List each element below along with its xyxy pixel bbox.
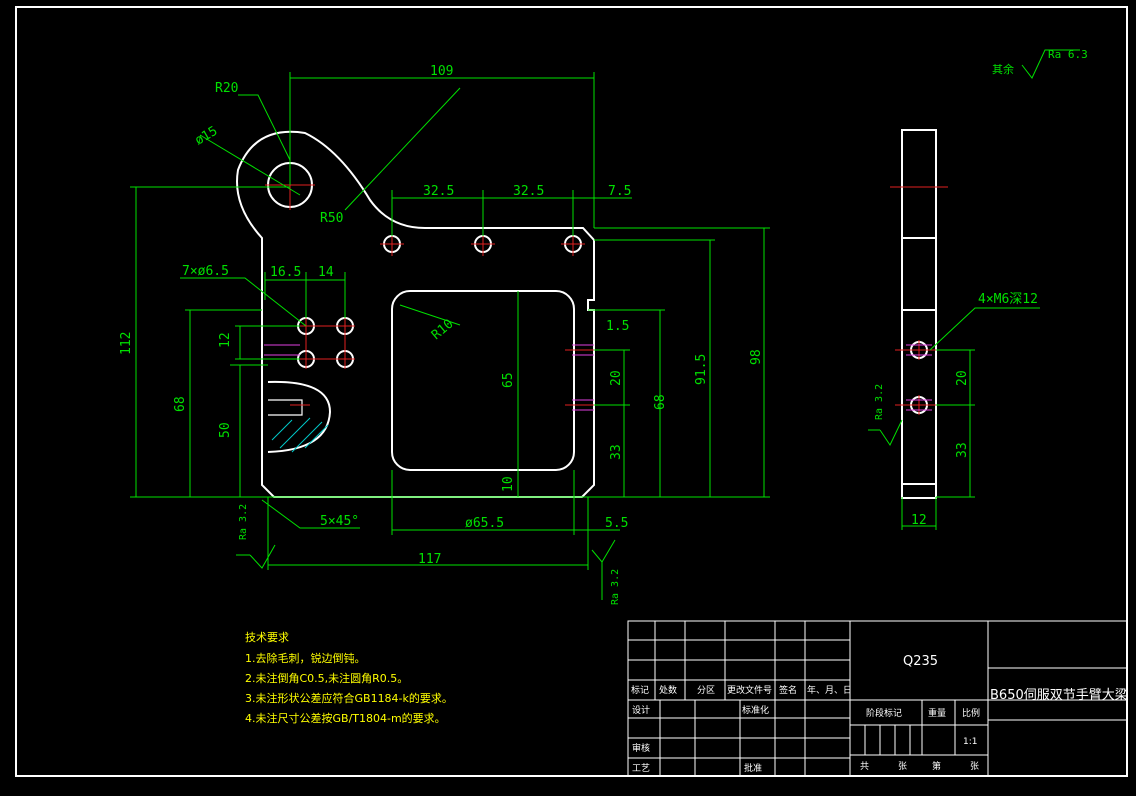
- roughness-texts: 其余 Ra 6.3 Ra 3.2 Ra 3.2 Ra 3.2: [238, 48, 1088, 605]
- tb-change-doc: 更改文件号: [727, 684, 772, 696]
- note-1: 1.去除毛刺，锐边倒钝。: [245, 651, 366, 665]
- tb-page: 第: [932, 760, 941, 772]
- dimension-lines: [130, 49, 1080, 600]
- dim-10: 10: [501, 476, 516, 492]
- drawing-border: [15, 6, 1128, 777]
- drawing-title: B650伺服双节手臂大梁: [990, 688, 1128, 703]
- dim-32-5-b: 32.5: [513, 184, 544, 199]
- tb-stage-mark: 阶段标记: [866, 707, 902, 719]
- dim-65: 65: [501, 372, 516, 388]
- tb-sign: 签名: [779, 684, 797, 696]
- dim-side-33: 33: [955, 442, 970, 458]
- note-3: 3.未注形状公差应符合GB1184-k的要求。: [245, 691, 453, 705]
- technical-notes: 技术要求 1.去除毛刺，锐边倒钝。 2.未注倒角C0.5,未注圆角R0.5。 3…: [245, 631, 453, 725]
- dim-112: 112: [119, 332, 134, 355]
- tb-zone: 分区: [697, 685, 715, 696]
- dim-12-v: 12: [218, 332, 233, 348]
- tb-approve: 批准: [744, 762, 762, 774]
- dimension-texts: 109 R20 ø15 R50 32.5 32.5 7.5 7×ø6.5 16.…: [119, 64, 1038, 567]
- tb-count: 处数: [659, 684, 677, 696]
- dim-chamfer: 5×45°: [320, 514, 359, 529]
- tb-standardize: 标准化: [742, 704, 769, 716]
- note-2: 2.未注倒角C0.5,未注圆角R0.5。: [245, 671, 408, 685]
- ra-side: Ra 3.2: [874, 384, 885, 420]
- dim-98: 98: [749, 349, 764, 365]
- title-block-texts: Q235 B650伺服双节手臂大梁 标记 处数 分区 更改文件号 签名 年、月、…: [631, 654, 1128, 774]
- dim-side-20: 20: [955, 370, 970, 386]
- dim-r20: R20: [215, 81, 238, 96]
- dim-117: 117: [418, 552, 441, 567]
- tb-process: 工艺: [632, 763, 650, 774]
- dim-5-5: 5.5: [605, 516, 628, 531]
- dim-side-12: 12: [911, 513, 927, 528]
- dim-68-l: 68: [173, 396, 188, 412]
- dim-holes7: 7×ø6.5: [182, 264, 229, 279]
- dim-r10: R10: [429, 316, 457, 343]
- dim-32-5-a: 32.5: [423, 184, 454, 199]
- tb-design: 设计: [632, 704, 650, 716]
- dim-7-5: 7.5: [608, 184, 631, 199]
- tb-review: 审核: [632, 742, 650, 754]
- dim-91-5: 91.5: [694, 354, 709, 385]
- center-window: [391, 290, 575, 471]
- ra-left: Ra 3.2: [238, 504, 249, 540]
- tb-sheets2: 张: [970, 761, 979, 772]
- dim-33: 33: [609, 444, 624, 460]
- dim-1-5: 1.5: [606, 319, 629, 334]
- tb-scale-value: 1:1: [963, 737, 977, 747]
- title-block: [627, 620, 1128, 777]
- note-4: 4.未注尺寸公差按GB/T1804-m的要求。: [245, 711, 446, 725]
- surface-other-ra: Ra 6.3: [1048, 48, 1088, 61]
- dim-r50: R50: [320, 211, 343, 226]
- tb-scale: 比例: [962, 707, 980, 719]
- ra-bottom: Ra 3.2: [610, 569, 621, 605]
- dim-14: 14: [318, 265, 334, 280]
- tb-mark: 标记: [631, 684, 649, 696]
- tb-total: 共: [860, 761, 869, 772]
- side-view: [868, 129, 1040, 530]
- tb-sheets1: 张: [898, 761, 907, 772]
- dim-50: 50: [218, 422, 233, 438]
- dim-20: 20: [609, 370, 624, 386]
- surface-other-label: 其余: [992, 62, 1014, 76]
- material: Q235: [903, 654, 938, 669]
- tb-date: 年、月、日: [807, 684, 852, 696]
- dim-side-holes: 4×M6深12: [978, 292, 1038, 307]
- tb-weight: 重量: [928, 707, 946, 719]
- notes-heading: 技术要求: [245, 631, 289, 644]
- dim-d65-5: ø65.5: [465, 516, 504, 531]
- dim-68-r: 68: [653, 394, 668, 410]
- dim-109: 109: [430, 64, 453, 79]
- dim-16-5: 16.5: [270, 265, 301, 280]
